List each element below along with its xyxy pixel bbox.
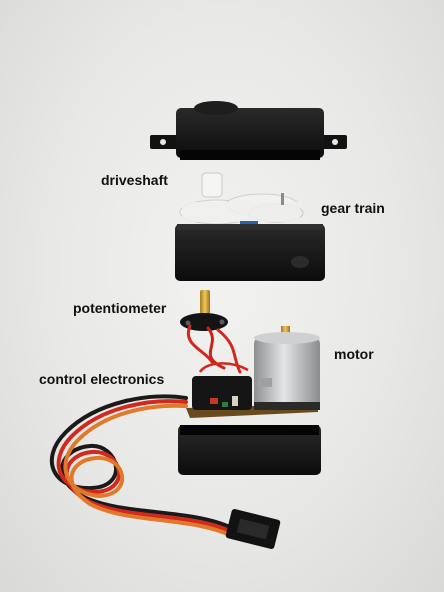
label-control-electronics: control electronics (39, 371, 165, 387)
servo-connector (225, 509, 281, 549)
motor (254, 326, 320, 410)
potentiometer (180, 290, 228, 331)
label-driveshaft: driveshaft (101, 172, 168, 188)
servo-cable (49, 394, 234, 538)
gear-train (179, 172, 304, 226)
label-motor: motor (334, 346, 374, 362)
label-potentiometer: potentiometer (73, 300, 167, 316)
bottom-case (178, 425, 321, 475)
middle-case (175, 224, 325, 281)
label-gear-train: gear train (321, 200, 385, 216)
top-case (150, 101, 347, 160)
